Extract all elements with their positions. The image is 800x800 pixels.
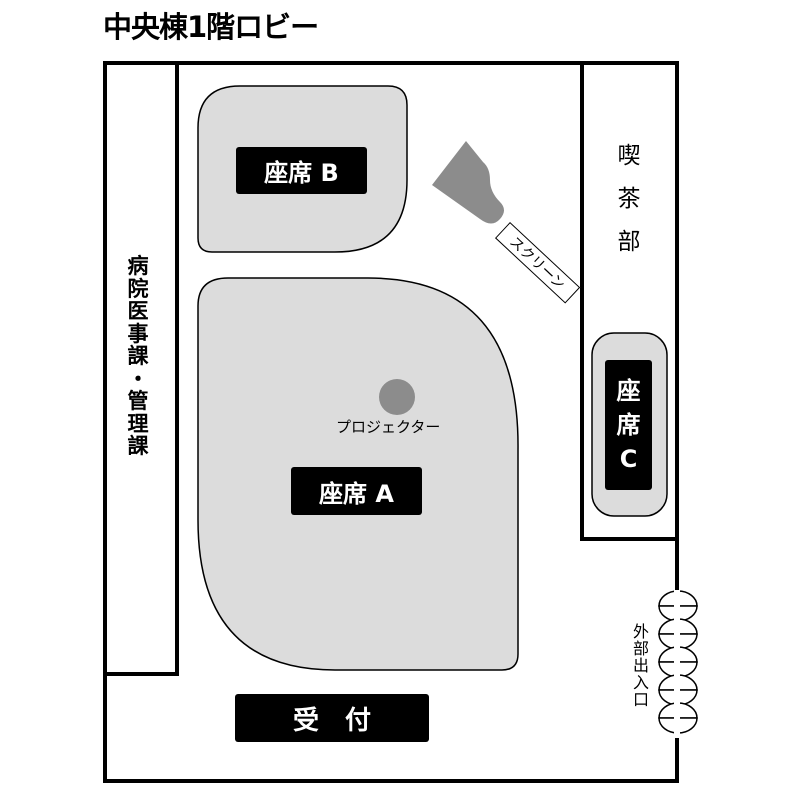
projector-label: プロジェクター xyxy=(336,418,441,436)
cafe-char: 部 xyxy=(617,229,641,255)
projector-icon xyxy=(379,379,415,415)
piano-icon xyxy=(432,141,504,224)
seat-b-label: 座席 B xyxy=(236,147,367,194)
exit-doors xyxy=(658,590,698,734)
dept-char: 理 xyxy=(127,411,149,436)
department-area xyxy=(103,61,179,676)
exit-char: 部 xyxy=(632,639,649,658)
dept-char: ・ xyxy=(127,366,149,391)
dept-char: 課 xyxy=(127,434,149,458)
dept-char: 管 xyxy=(127,389,149,413)
cafe-char: 喫 xyxy=(617,143,641,169)
seat-c-label: 座 席 C xyxy=(605,360,652,490)
seat-c-char: 席 xyxy=(616,411,641,439)
exit-char: 入 xyxy=(632,673,649,692)
dept-char: 事 xyxy=(127,321,149,346)
dept-char: 病 xyxy=(127,254,149,278)
department-label: 病 院 医 事 課 ・ 管 理 課 xyxy=(120,255,156,458)
seat-a-label: 座席 A xyxy=(291,467,422,515)
page-title: 中央棟1階ロビー xyxy=(103,10,319,44)
exit-label: 外 部 出 入 口 xyxy=(628,623,654,708)
cafe-label: 喫 茶 部 xyxy=(606,135,652,264)
dept-char: 医 xyxy=(127,299,149,323)
seat-c-char: 座 xyxy=(616,377,641,405)
dept-char: 院 xyxy=(127,276,149,301)
cafe-char: 茶 xyxy=(617,186,641,212)
reception-label: 受 付 xyxy=(235,694,429,742)
seat-c-char: C xyxy=(619,445,638,473)
exit-char: 外 xyxy=(632,622,649,641)
dept-char: 課 xyxy=(127,344,149,368)
exit-char: 出 xyxy=(632,656,649,675)
exit-char: 口 xyxy=(632,690,649,709)
